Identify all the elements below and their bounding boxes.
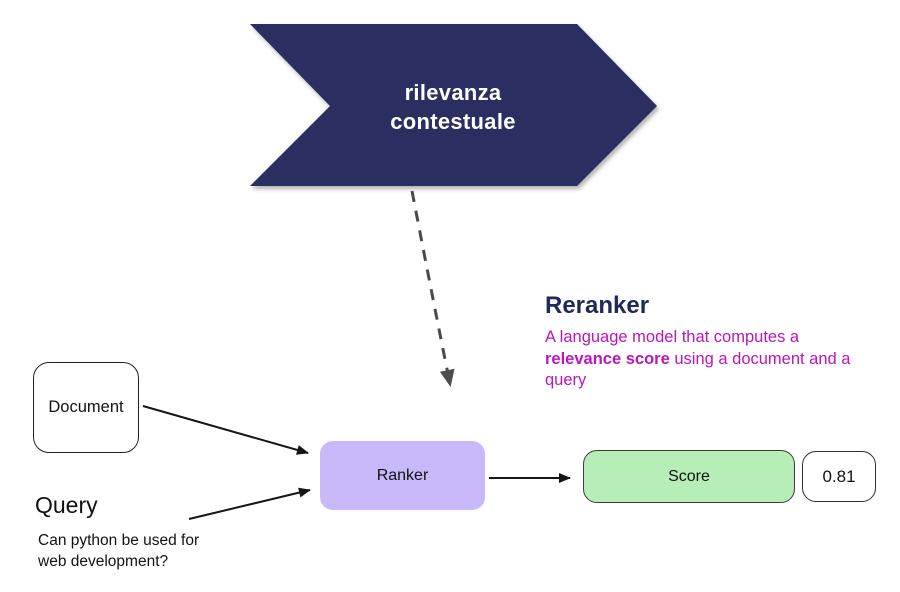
banner-chevron-shape bbox=[250, 24, 657, 186]
score-node-label: Score bbox=[668, 467, 710, 485]
query-to-ranker-arrow bbox=[188, 487, 311, 520]
document-node-label: Document bbox=[48, 398, 124, 416]
banner-to-ranker-dashed-arrow bbox=[410, 190, 455, 387]
banner-label-line1: rilevanza bbox=[404, 80, 502, 105]
ranker-node: Ranker bbox=[320, 441, 485, 510]
document-node: Document bbox=[33, 362, 139, 453]
query-question-line1: Can python be used for bbox=[38, 532, 200, 549]
relevance-score-highlight: relevance score bbox=[545, 349, 670, 368]
ranker-node-label: Ranker bbox=[376, 466, 429, 484]
document-to-ranker-arrow bbox=[142, 405, 309, 455]
reranker-title: Reranker bbox=[545, 292, 650, 319]
reranker-description-line2: relevance score using a document and a bbox=[545, 349, 895, 371]
banner-label: rilevanza contestuale bbox=[280, 78, 626, 136]
score-value-node: 0.81 bbox=[802, 451, 876, 502]
reranker-description: A language model that computes a relevan… bbox=[545, 327, 895, 392]
reranker-description-line2-rest: using a document and a bbox=[669, 349, 851, 368]
reranker-description-line3: query bbox=[545, 371, 587, 389]
query-question-line2: web development? bbox=[38, 553, 169, 570]
banner-label-line2: contestuale bbox=[390, 109, 516, 134]
score-node: Score bbox=[583, 450, 795, 503]
score-value-text: 0.81 bbox=[822, 466, 856, 486]
query-label: Query bbox=[35, 492, 98, 518]
reranker-description-line1: A language model that computes a bbox=[545, 328, 800, 346]
query-question: Can python be used for web development? bbox=[38, 530, 199, 572]
